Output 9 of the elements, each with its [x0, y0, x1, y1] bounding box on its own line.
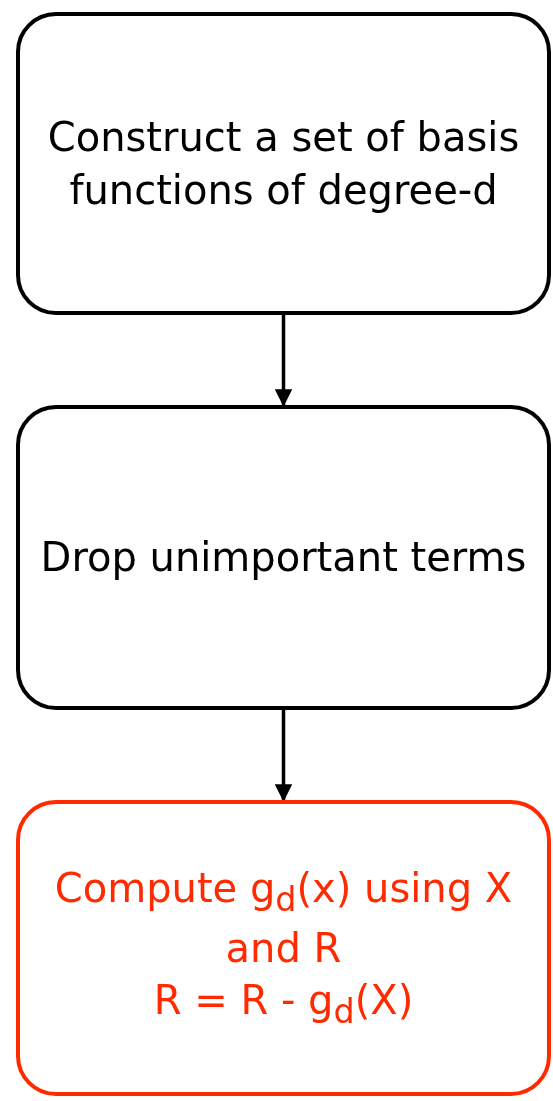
- arrow: [274, 315, 293, 407]
- process-box: [16, 800, 551, 1096]
- process-box: [16, 12, 551, 315]
- box-text: Drop unimportant terms: [40, 533, 527, 583]
- arrow: [274, 710, 293, 802]
- box-text: Compute g$_{d}$(x) using X and R: [53, 863, 514, 973]
- box-text: R = R - g$_{d}$(X): [153, 976, 414, 1034]
- box-text: Construct a set of basis functions of degree-d: [46, 112, 521, 215]
- process-box: [16, 405, 551, 710]
